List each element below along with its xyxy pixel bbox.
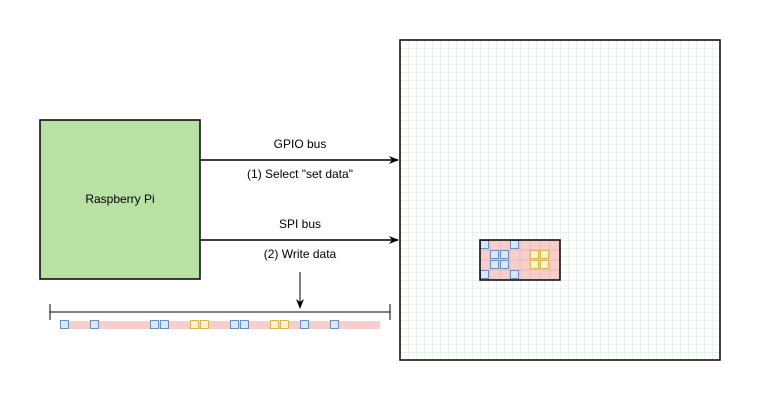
region-pixel-yellow bbox=[530, 260, 539, 269]
region-pixel-yellow bbox=[540, 260, 549, 269]
stream-pixel-blue bbox=[60, 320, 69, 329]
stream-pixel-yellow bbox=[190, 320, 199, 329]
stream-pixel-blue bbox=[150, 320, 159, 329]
data-stream-timeline bbox=[49, 272, 391, 329]
region-pixel-yellow bbox=[530, 250, 539, 259]
stream-pixel-blue bbox=[230, 320, 239, 329]
region-pixel-blue bbox=[490, 250, 499, 259]
stream-pixel-blue bbox=[300, 320, 309, 329]
stream-pixel-blue bbox=[240, 320, 249, 329]
region-pixel-blue bbox=[480, 270, 489, 279]
stream-pixel-yellow bbox=[280, 320, 289, 329]
region-pixel-blue bbox=[510, 270, 519, 279]
data-stream-bar bbox=[60, 321, 380, 329]
region-pixel-blue bbox=[500, 250, 509, 259]
region-pixel-blue bbox=[480, 240, 489, 249]
spi-bus-connection: SPI bus (2) Write data bbox=[200, 217, 399, 261]
raspberry-pi-label: Raspberry Pi bbox=[85, 192, 154, 206]
stream-pixel-yellow bbox=[200, 320, 209, 329]
spi-bus-label: SPI bus bbox=[279, 217, 321, 231]
display-highlight-region bbox=[479, 239, 561, 281]
region-pixel-blue bbox=[510, 240, 519, 249]
display-panel bbox=[399, 39, 721, 361]
region-pixel-blue bbox=[500, 260, 509, 269]
gpio-step-label: (1) Select "set data" bbox=[247, 167, 353, 181]
stream-pixel-blue bbox=[330, 320, 339, 329]
stream-pixel-blue bbox=[90, 320, 99, 329]
region-pixel-yellow bbox=[540, 250, 549, 259]
stream-pixel-yellow bbox=[270, 320, 279, 329]
region-pixel-blue bbox=[490, 260, 499, 269]
raspberry-pi-box: Raspberry Pi bbox=[39, 119, 201, 280]
spi-step-label: (2) Write data bbox=[264, 247, 337, 261]
stream-pixel-blue bbox=[160, 320, 169, 329]
gpio-bus-label: GPIO bus bbox=[274, 137, 327, 151]
gpio-bus-connection: GPIO bus (1) Select "set data" bbox=[200, 137, 399, 181]
